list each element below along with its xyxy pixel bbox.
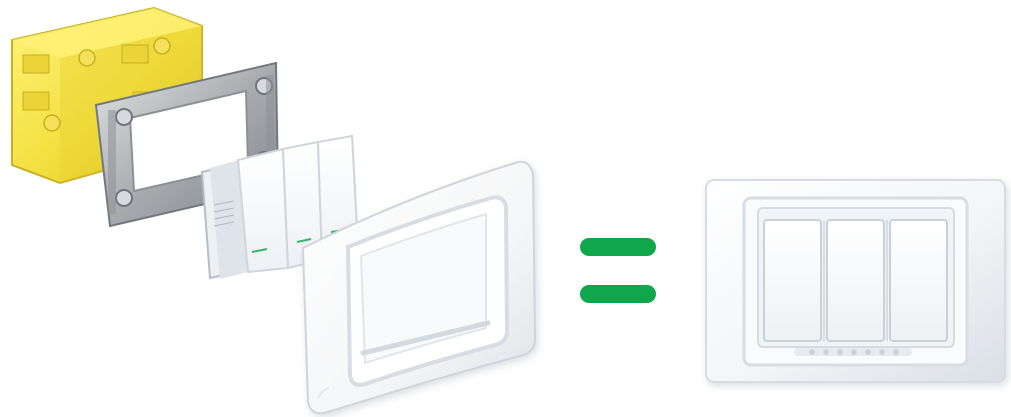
assembled-switch-plate	[706, 180, 1005, 382]
equals-sign	[580, 238, 656, 303]
bottom-indicator-strip	[794, 348, 912, 356]
rocker-switches	[764, 220, 947, 341]
